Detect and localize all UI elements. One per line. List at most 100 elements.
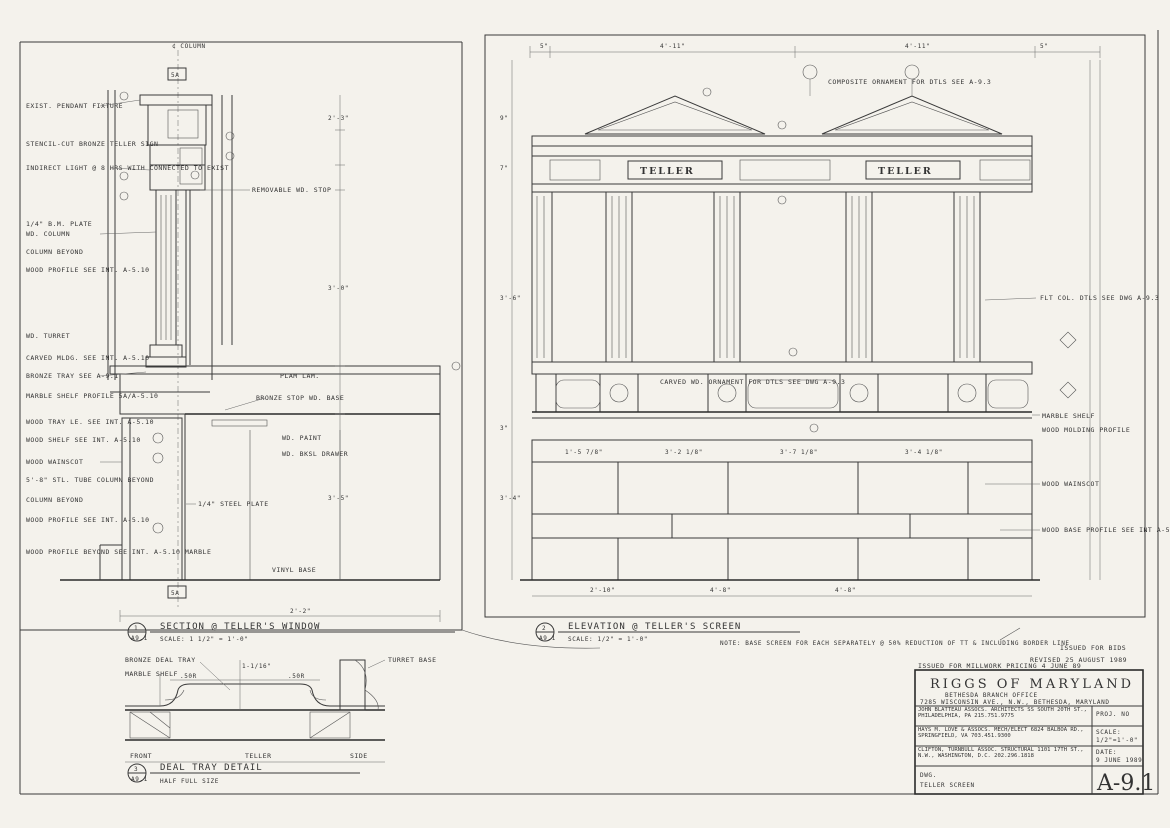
note-wood-wainscot-elev: WOOD WAINSCOT [1042,480,1099,488]
deal-tray-scale: HALF FULL SIZE [160,778,219,785]
section-notes-left: EXIST. PENDANT FIXTURE STENCIL-CUT BRONZ… [26,99,229,556]
callout-top: 5A [171,72,179,79]
label-side: SIDE [350,752,368,760]
svg-text:3'-7 1/8": 3'-7 1/8" [780,449,818,456]
note-wood-wainscot: WOOD WAINSCOT [26,458,83,466]
svg-text:3'-4 1/8": 3'-4 1/8" [905,449,943,456]
svg-text:2'-10": 2'-10" [590,587,615,594]
note-indirect-light: INDIRECT LIGHT @ 8 HRS WITH CONNECTED TO… [26,164,229,172]
section-ref-no: 1 [134,625,138,632]
note-teller-sign: STENCIL-CUT BRONZE TELLER SIGN [26,140,158,148]
scale-label: SCALE: [1096,729,1121,736]
date-label: DATE: [1096,749,1117,756]
dwg-label: DWG. [920,772,937,779]
dwg-value: TELLER SCREEN [920,782,975,789]
elevation-footnote: NOTE: BASE SCREEN FOR EACH SEPARATELY @ … [720,640,1070,647]
section-notes-right: REMOVABLE WD. STOP PLAM LAM. BRONZE STOP… [186,186,348,574]
project-address: 7285 WISCONSIN AVE., N.W., BETHESDA, MAR… [920,699,1110,706]
deal-tray-ref-sheet: A9.1 [131,776,148,783]
project-subtitle: BETHESDA BRANCH OFFICE [945,692,1038,699]
note-plate: 1/4" B.M. PLATE [26,220,92,228]
elevation-ref-no: 2 [542,625,546,632]
note-bronze-stop: BRONZE STOP WD. BASE [256,394,344,402]
elevation-notes: COMPOSITE ORNAMENT FOR DTLS SEE A-9.3 CA… [660,78,1170,534]
scale-value: 1/2"=1'-0" [1096,737,1138,744]
section-teller-window: ¢ COLUMN 5A 5A [26,43,461,643]
svg-text:7": 7" [500,165,508,172]
note-column-beyond-2: COLUMN BEYOND [26,496,83,504]
elevation-scale: SCALE: 1/2" = 1'-0" [568,636,648,643]
entablature: TELLER TELLER [531,135,1033,193]
note-steel-plate: 1/4" STEEL PLATE [198,500,269,508]
revised-date: REVISED 25 AUGUST 1989 [1030,656,1127,664]
note-wood-profile-beyond: WOOD PROFILE BEYOND SEE INT. A-5.10 MARB… [26,548,211,556]
note-wd-column: WD. COLUMN [26,230,70,238]
wainscot-panels: 1'-5 7/8" 3'-2 1/8" 3'-7 1/8" 3'-4 1/8" [520,439,1040,581]
elevation-ref-sheet: A9.1 [539,635,556,642]
svg-text:4'-8": 4'-8" [835,587,856,594]
svg-text:9": 9" [500,115,508,122]
project-title: RIGGS OF MARYLAND [930,677,1134,692]
svg-text:3'-2 1/8": 3'-2 1/8" [665,449,703,456]
elevation-title-text: ELEVATION @ TELLER'S SCREEN [568,622,741,632]
section-ref-sheet: A9.1 [131,635,148,642]
elevation-title: 2 A9.1 ELEVATION @ TELLER'S SCREEN SCALE… [461,622,1070,649]
callout-top-box [167,67,187,81]
architect-info: JOHN BLATTEAU ASSOCS. ARCHITECTS SS SOUT… [918,707,1087,719]
note-steel-tube: 5'-8" STL. TUBE COLUMN BEYOND [26,476,154,484]
section-title-text: SECTION @ TELLER'S WINDOW [160,622,320,632]
pediments [584,87,1003,135]
proj-no-label: PROJ. NO [1096,711,1130,718]
label-marble-shelf: MARBLE SHELF [125,670,178,678]
deal-tray-title-text: DEAL TRAY DETAIL [160,763,263,773]
svg-text:1'-5 7/8": 1'-5 7/8" [565,449,603,456]
label-bronze-deal-tray: BRONZE DEAL TRAY [125,656,196,664]
svg-text:4'-11": 4'-11" [660,43,685,50]
issue-note: ISSUED FOR MILLWORK PRICING 4 JUNE 89 [918,662,1081,670]
svg-text:5": 5" [1040,43,1048,50]
plaque-teller-1: TELLER [640,166,695,177]
note-column-dtls: FLT COL. DTLS SEE DWG A-9.3 [1040,294,1159,302]
title-block: ISSUED FOR BIDS REVISED 25 AUGUST 1989 I… [914,644,1155,796]
callout-bottom: 5A [171,590,179,597]
note-carved-ornament: CARVED WD. ORNAMENT FOR DTLS SEE DWG A-9… [660,378,845,386]
svg-text:4'-8": 4'-8" [710,587,731,594]
label-teller: TELLER [245,752,271,760]
note-vinyl-base: VINYL BASE [272,566,316,574]
elevation-teller-screen: 5" 4'-11" 4'-11" 5" 9" 7" 3'-6" 3" 3'-4" [461,43,1170,649]
note-wood-tray: WOOD TRAY LE. SEE INT. A-5.10 [26,418,154,426]
note-pendant-fixture: EXIST. PENDANT FIXTURE [26,102,123,110]
deal-tray-labels: BRONZE DEAL TRAY MARBLE SHELF TURRET BAS… [125,656,436,760]
note-wood-base: WOOD BASE PROFILE SEE INT A-5.10 [1042,526,1170,534]
svg-text:3'-5": 3'-5" [328,495,349,502]
column-label: ¢ COLUMN [172,43,206,50]
note-marble-shelf-elev: MARBLE SHELF [1042,412,1095,420]
struct-info: CLIFTON, TURNBULL ASSOC. STRUCTURAL 1101… [918,747,1084,759]
note-marble-shelf: MARBLE SHELF PROFILE 5A/A-5.10 [26,392,158,400]
note-wd-turret: WD. TURRET [26,332,70,340]
note-bronze-tray: BRONZE TRAY SEE A-9.1 [26,372,119,380]
deal-tray-detail: .50R .50R 1-1/16" BRONZE DEAL TRAY MARBL… [125,656,436,785]
section-scale: SCALE: 1 1/2" = 1'-0" [160,636,248,643]
note-bksl-drawer: WD. BKSL DRAWER [282,450,348,458]
svg-text:2'-2": 2'-2" [290,608,311,615]
note-wd-paint: WD. PAINT [282,434,322,442]
section-title: 1 A9.1 SECTION @ TELLER'S WINDOW SCALE: … [127,622,455,643]
note-wood-profile-2: WOOD PROFILE SEE INT. A-5.10 [26,516,150,524]
note-composite-ornament: COMPOSITE ORNAMENT FOR DTLS SEE A-9.3 [828,78,991,86]
svg-text:4'-11": 4'-11" [905,43,930,50]
issued-stamp: ISSUED FOR BIDS [1060,644,1126,652]
sheet-number: A-9.1 [1096,771,1155,796]
mech-info: HAYS M. LOVE & ASSOCS. MECH/ELECT 6824 B… [918,727,1084,739]
note-wood-molding: WOOD MOLDING PROFILE [1042,426,1130,434]
note-wood-profile: WOOD PROFILE SEE INT. A-5.10 [26,266,150,274]
columns [531,191,981,363]
plaque-teller-2: TELLER [878,166,933,177]
deal-tray-title: 3 A9.1 DEAL TRAY DETAIL HALF FULL SIZE [127,763,360,785]
label-front: FRONT [130,752,152,760]
balustrade [531,361,1033,419]
callout-bottom-box [167,585,187,599]
note-wood-shelf: WOOD SHELF SEE INT. A-5.10 [26,436,141,444]
svg-text:2'-3": 2'-3" [328,115,349,122]
